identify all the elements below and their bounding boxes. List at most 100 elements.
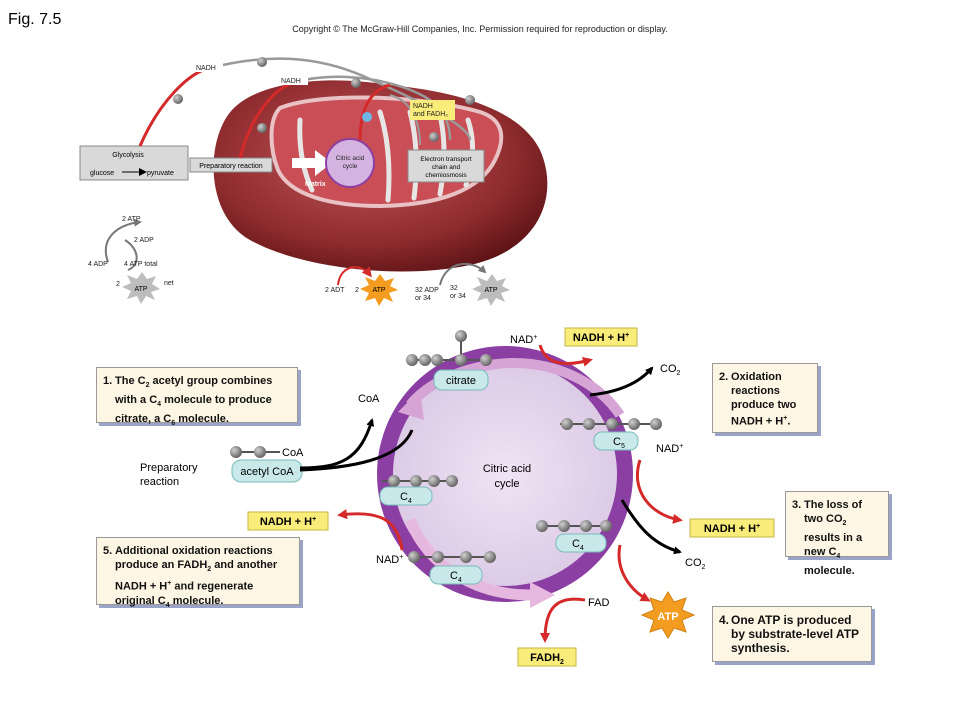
nadh-label-1: NADH + H+ [573, 332, 629, 344]
preparatory-label-2: reaction [140, 476, 179, 488]
two-citric-count: 2 [355, 287, 359, 294]
adp-32-label-1: 32 ADP [415, 287, 439, 294]
citrate-molecule: citrate [406, 330, 492, 391]
pyruvate-label: pyruvate [147, 170, 174, 177]
atp-citric-label: ATP [372, 287, 385, 294]
atp-use-arrow [104, 218, 142, 263]
matrix-label: Matrix [305, 181, 326, 188]
nadh-fadh2-tag-1: NADH [413, 103, 433, 110]
etc-box [407, 149, 485, 183]
acetyl-enter-arrow [299, 429, 414, 472]
nadh-tag-2-bg [278, 75, 308, 85]
fad-label: FAD [588, 597, 609, 609]
two-atp-label: 2 ATP [122, 216, 141, 223]
atp-etc-label: ATP [484, 287, 497, 294]
matrix-arrow [292, 150, 332, 176]
mini-cycle-label-1: Citric acid [336, 155, 365, 162]
nadh-box-2 [689, 518, 775, 538]
net-label: net [164, 280, 174, 287]
note-2-number: 2. [719, 371, 729, 383]
electron-dot [351, 78, 361, 88]
c5-label: C5 [613, 436, 625, 450]
mitochondrion-overview: Matrix Citric acid cycle Electron transp… [79, 57, 548, 306]
c4-molecule-bottom: C4 [408, 551, 496, 585]
copyright-notice: Copyright © The McGraw-Hill Companies, I… [292, 24, 667, 34]
electrons [173, 57, 475, 142]
figure-label: Fig. 7.5 [8, 11, 61, 28]
electron-dot [362, 112, 372, 122]
atp-label: ATP [657, 611, 678, 623]
note-3-text: The loss of two CO2 results in a new C4 … [804, 499, 863, 578]
nadh-label-3: NADH + H+ [260, 516, 316, 528]
nadh-box-3 [247, 511, 329, 531]
n32-label-2: or 34 [450, 293, 466, 300]
c5-molecule: C5 [560, 418, 662, 451]
nad-to-nadh-arrow-3 [337, 509, 404, 551]
note-4: 4.One ATP is produced by substrate-level… [712, 606, 872, 662]
c4-bottom-label: C4 [450, 570, 462, 584]
note-5: 5.Additional oxidation reactions produce… [96, 537, 300, 609]
nadh-fadh2-tag-2: and FADH₂ [413, 111, 448, 118]
cycle-flow-bottom-head [530, 582, 555, 608]
note-2-text: Oxidation reactions produce two NADH + H… [731, 371, 797, 428]
acetyl-coa-label: acetyl CoA [240, 466, 294, 478]
two-adp-label: 2 ADP [134, 237, 154, 244]
electron-dot [429, 132, 439, 142]
atp-burst-etc [472, 274, 510, 306]
note-5-number: 5. [103, 545, 113, 557]
fadh2-box [517, 647, 577, 667]
n32-label-1: 32 [450, 285, 458, 292]
cycle-flow-left-head [398, 390, 424, 420]
c4-molecule-right: C4 [536, 520, 612, 553]
glycolysis-box [79, 145, 189, 181]
citrate-label: citrate [446, 375, 476, 387]
acetyl-coa-molecule: CoA acetyl CoA [230, 446, 304, 483]
c4-left-label: C4 [400, 491, 412, 505]
note-4-text: One ATP is produced by substrate-level A… [731, 613, 859, 655]
coa-release-arrow [299, 418, 375, 470]
nad-to-nadh-arrow-1 [538, 344, 593, 367]
c4-right-label: C4 [572, 538, 584, 552]
mini-citric-cycle [325, 138, 375, 188]
adp-32-label-2: or 34 [415, 295, 431, 302]
fadh2-label: FADH2 [530, 652, 564, 666]
coa-attached-label: CoA [282, 447, 304, 459]
mini-cycle-label-2: cycle [343, 163, 358, 170]
electron-dot [173, 94, 183, 104]
electron-dot [257, 57, 267, 67]
etc-label-1: Electron transport [420, 156, 471, 163]
etc-atp-arrow [439, 263, 487, 286]
co2-arrow-1 [589, 366, 654, 397]
nadh-tag-2: NADH [281, 78, 301, 85]
nadh-box-1 [564, 327, 638, 347]
nadh-arc-preparatory [238, 80, 296, 159]
nadh-label-2: NADH + H+ [704, 523, 760, 535]
atp-burst-citric [360, 274, 398, 306]
c4-molecule-left: C4 [379, 475, 458, 506]
two-net-count: 2 [116, 281, 120, 288]
two-adp-citric: 2 ADT [325, 287, 345, 294]
atp-arrow [617, 544, 651, 602]
nad-label-1: NAD+ [510, 334, 537, 346]
cycle-title-2: cycle [494, 478, 519, 490]
note-3-number: 3. [792, 499, 802, 511]
etc-label-2: chain and [432, 164, 461, 171]
cycle-title-1: Citric acid [483, 463, 531, 475]
note-1: 1.The C2 acetyl group combines with a C4… [96, 367, 298, 428]
note-3: 3.The loss of two CO2 results in a new C… [785, 491, 889, 577]
preparatory-box [189, 157, 273, 173]
co2-arrow-2 [620, 499, 682, 555]
electron-dot [465, 95, 475, 105]
nadh-arc-glycolysis [138, 66, 211, 147]
nadh-arc-citric [358, 83, 391, 141]
nadh-tag-1: NADH [196, 65, 216, 72]
etc-label-3: chemiosmosis [425, 172, 467, 179]
note-5-text: Additional oxidation reactions produce a… [115, 545, 278, 610]
co2-label-2: CO2 [685, 557, 706, 571]
note-1-number: 1. [103, 375, 113, 387]
citric-atp-arrow [337, 266, 372, 286]
atp-burst-glycolysis [122, 272, 160, 304]
nad-to-nadh-arrow-2 [635, 459, 683, 524]
glycolysis-label: Glycolysis [112, 152, 144, 159]
fad-to-fadh2-arrow [540, 597, 586, 643]
